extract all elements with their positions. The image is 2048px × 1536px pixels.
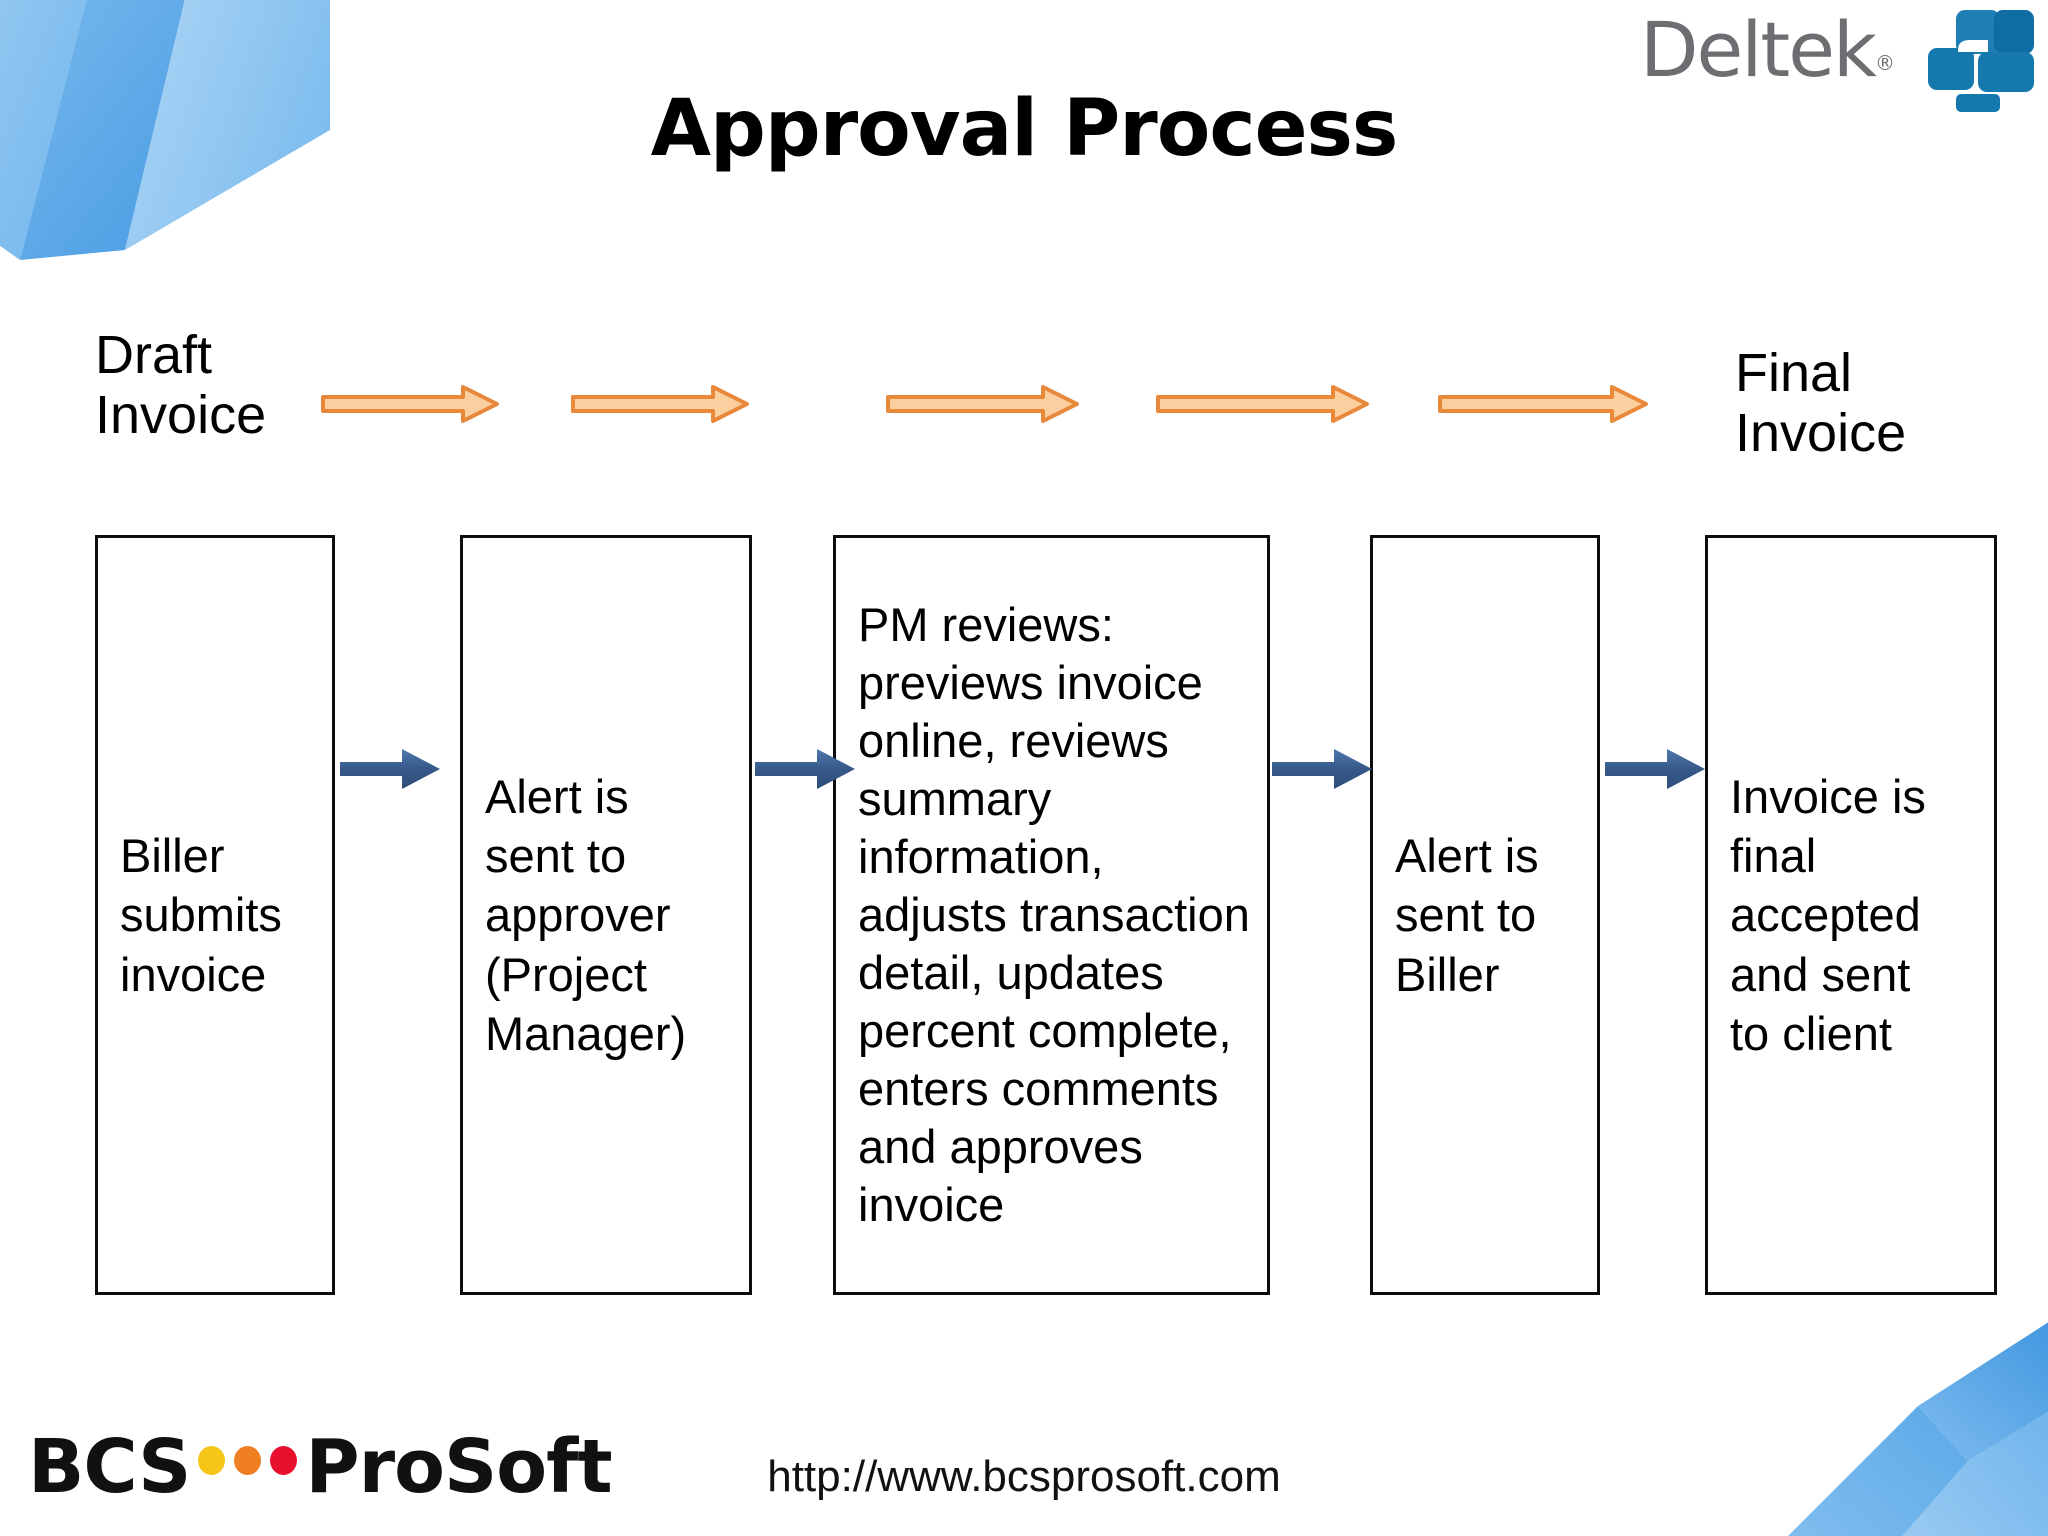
orange-progress-arrow-1 [321,385,499,423]
process-step-box[interactable]: Invoice is final accepted and sent to cl… [1705,535,1997,1295]
process-step-text: Alert is sent to Biller [1395,829,1539,1001]
deltek-logo: Deltek® [1640,6,2040,116]
bcs-dot-yellow-icon [198,1445,226,1475]
process-step-text: PM reviews: previews invoice online, rev… [858,597,1250,1232]
footer-url[interactable]: http://www.bcsprosoft.com [767,1452,1281,1501]
flow-connector-arrow-4 [1605,749,1705,789]
bcs-dot-red-icon [270,1445,298,1475]
flow-connector-arrow-2 [755,749,855,789]
page-title: Approval Process [650,84,1399,174]
process-step-text: Invoice is final accepted and sent to cl… [1730,769,1926,1060]
registered-trademark-icon: ® [1874,51,1895,75]
process-step-box[interactable]: Alert is sent to Biller [1370,535,1600,1295]
orange-progress-arrow-2 [571,385,749,423]
orange-progress-arrow-5 [1438,385,1648,423]
process-step-box[interactable]: PM reviews: previews invoice online, rev… [833,535,1270,1295]
flow-connector-arrow-3 [1272,749,1372,789]
bcs-logo-text-before: BCS [28,1424,191,1510]
deltek-wordmark-text: Deltek [1640,5,1877,94]
process-step-box[interactable]: Alert is sent to approver (Project Manag… [460,535,752,1295]
orange-progress-arrow-3 [886,385,1079,423]
orange-progress-arrow-4 [1156,385,1369,423]
bcs-prosoft-logo: BCS ProSoft [28,1424,613,1510]
process-step-text: Biller submits invoice [120,829,282,1001]
deltek-wordmark: Deltek® [1640,12,1895,88]
bcs-dot-orange-icon [234,1445,262,1475]
draft-invoice-label: Draft Invoice [95,325,267,446]
bcs-logo-dots [190,1445,305,1489]
deltek-pinwheel-mark-icon [1928,10,2034,112]
bcs-logo-text-after: ProSoft [305,1424,612,1510]
flow-connector-arrow-1 [340,749,440,789]
final-invoice-label: Final Invoice [1735,343,1907,464]
process-step-box[interactable]: Biller submits invoice [95,535,335,1295]
process-step-text: Alert is sent to approver (Project Manag… [485,769,687,1060]
